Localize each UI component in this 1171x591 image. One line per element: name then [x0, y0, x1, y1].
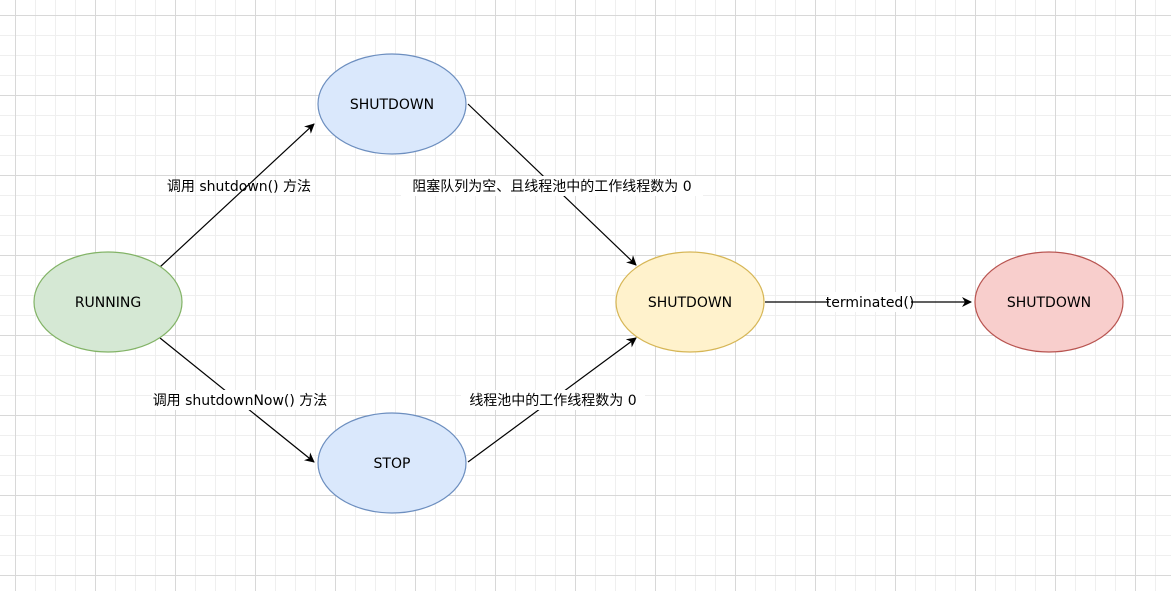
edge-label-running-to-shutdown: 调用 shutdown() 方法 [167, 179, 311, 195]
node-shutdown-right-border [974, 251, 1124, 353]
edge-running-to-stop: 调用 shutdownNow() 方法 [152, 337, 328, 463]
node-shutdown-mid-shape [616, 252, 764, 352]
node-stop-label: STOP [374, 456, 411, 472]
node-running-label: RUNNING [75, 295, 141, 311]
node-stop-border [317, 412, 467, 514]
node-shutdown-mid[interactable]: SHUTDOWN [615, 251, 765, 353]
node-stop[interactable]: STOP [317, 412, 467, 514]
edge-label-bg-running-to-stop [152, 390, 328, 410]
edge-tidying-to-terminated: terminated() [765, 292, 972, 312]
edge-label-tidying-to-terminated: terminated() [826, 295, 915, 311]
edge-label-shutdown-to-tidying: 阻塞队列为空、且线程池中的工作线程数为 0 [412, 178, 691, 195]
node-running-shape [34, 252, 182, 352]
edge-label-running-to-stop: 调用 shutdownNow() 方法 [153, 393, 328, 409]
node-running[interactable]: RUNNING [33, 251, 183, 353]
node-shutdown-top-label: SHUTDOWN [350, 97, 434, 113]
edge-label-stop-to-tidying: 线程池中的工作线程数为 0 [469, 393, 636, 409]
node-shutdown-right[interactable]: SHUTDOWN [974, 251, 1124, 353]
node-shutdown-top[interactable]: SHUTDOWN [317, 53, 467, 155]
node-stop-shape [318, 413, 466, 513]
node-shutdown-top-border [317, 53, 467, 155]
edge-shutdown-to-tidying: 阻塞队列为空、且线程池中的工作线程数为 0 [401, 103, 703, 266]
node-running-border [33, 251, 183, 353]
edge-label-bg-stop-to-tidying [461, 390, 645, 410]
edge-label-bg-tidying-to-terminated [829, 292, 911, 312]
edge-label-bg-shutdown-to-tidying [401, 176, 703, 196]
edge-running-to-shutdown-line [159, 123, 315, 268]
node-shutdown-top-shape [318, 54, 466, 154]
edge-running-to-shutdown: 调用 shutdown() 方法 [159, 123, 315, 268]
edge-stop-to-tidying: 线程池中的工作线程数为 0 [461, 337, 645, 463]
node-shutdown-mid-border [615, 251, 765, 353]
node-shutdown-right-shape [975, 252, 1123, 352]
node-shutdown-mid-label: SHUTDOWN [648, 295, 732, 311]
node-shutdown-right-label: SHUTDOWN [1007, 295, 1091, 311]
